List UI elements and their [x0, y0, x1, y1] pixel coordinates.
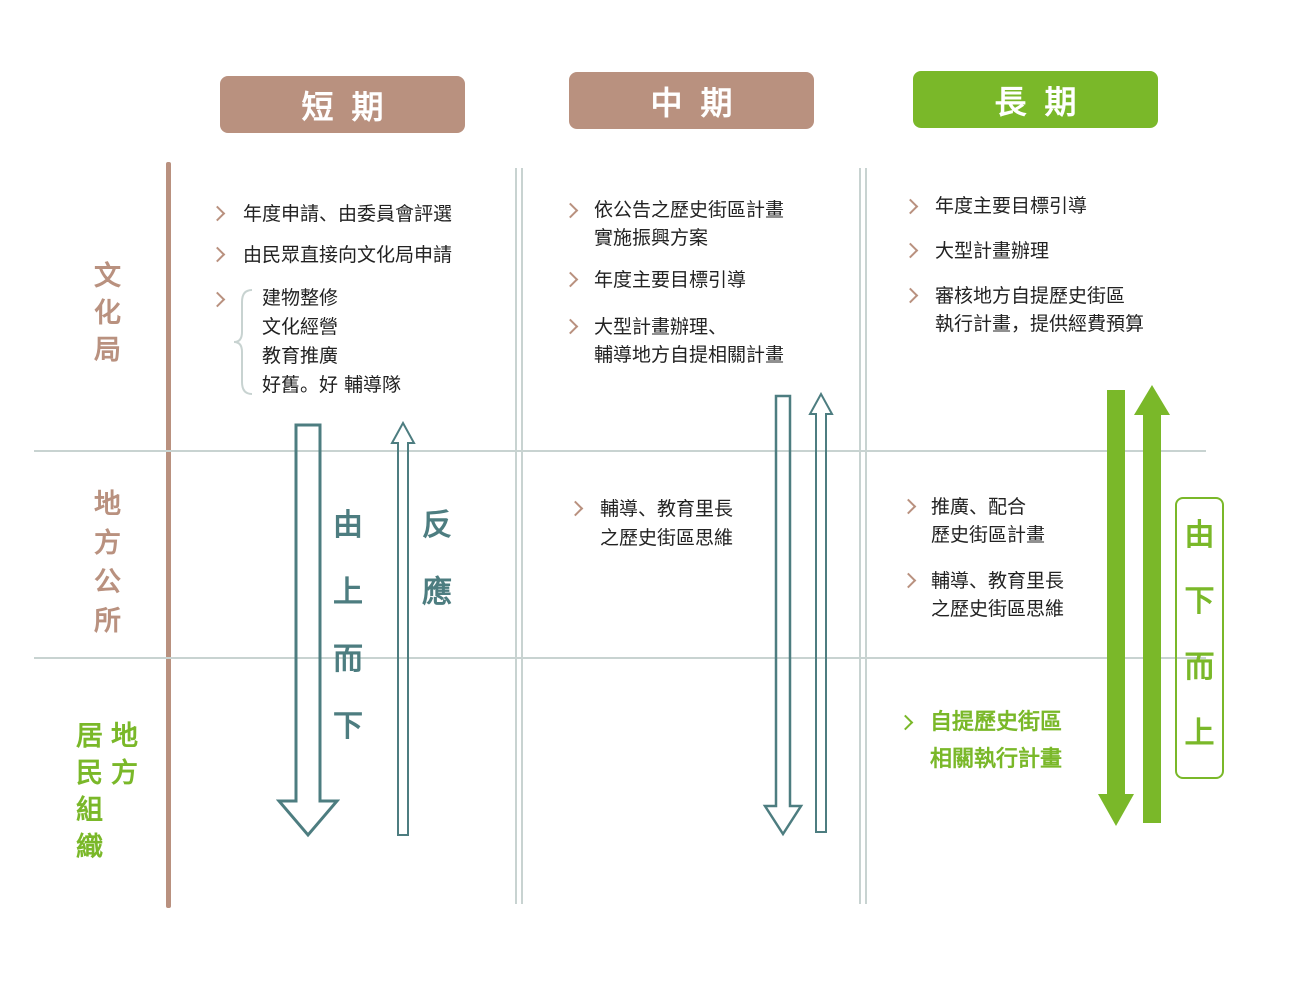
long-local-line-2: 相關執行計畫 — [930, 747, 1063, 772]
chevron-icon — [209, 205, 226, 222]
mid-item-2: 年度主要目標引導 — [594, 269, 747, 291]
chevron-icon — [562, 271, 579, 288]
mid-item-3-line-1: 大型計畫辦理、 — [594, 316, 728, 338]
row-label-local-org-col1: 地 方 — [111, 721, 138, 789]
header-mid-term: 中期 — [569, 72, 814, 129]
chevron-icon — [562, 202, 579, 219]
chevron-icon — [562, 318, 579, 335]
chevron-icon — [209, 246, 226, 263]
long-item-1: 年度主要目標引導 — [935, 195, 1088, 217]
long-district-2-line-2: 之歷史街區思維 — [931, 598, 1065, 620]
short-item-2: 由民眾直接向文化局申請 — [243, 244, 453, 266]
row-label-divider — [166, 162, 171, 908]
bottom-up-label-box: 由 下 而 上 — [1175, 497, 1224, 779]
chevron-icon — [900, 498, 917, 515]
down-arrow-icon — [762, 394, 804, 837]
row-label-local-org-col2: 居 民 組 織 — [76, 721, 103, 863]
column-divider-1 — [515, 168, 523, 904]
long-item-3-line-2: 執行計畫，提供經費預算 — [935, 313, 1145, 335]
down-arrow-icon — [276, 423, 340, 838]
chevron-icon — [902, 287, 919, 304]
column-divider-2 — [859, 168, 867, 904]
mid-district-line-1: 輔導、教育里長 — [600, 498, 734, 520]
chevron-icon — [900, 572, 917, 589]
up-arrow-icon — [808, 392, 834, 833]
chevron-icon — [209, 291, 226, 308]
long-item-3-line-1: 審核地方自提歷史街區 — [935, 285, 1126, 307]
long-local-line-1: 自提歷史街區 — [930, 710, 1063, 735]
short-sub-item-1: 建物整修 — [262, 287, 339, 309]
chevron-icon — [902, 198, 919, 215]
long-item-2: 大型計畫辦理 — [935, 240, 1050, 262]
feedback-label: 反 應 — [422, 508, 452, 610]
chevron-icon — [567, 500, 584, 517]
long-district-2-line-1: 輔導、教育里長 — [931, 570, 1065, 592]
short-item-1: 年度申請、由委員會評選 — [243, 203, 453, 225]
row-label-culture-bureau: 文 化 局 — [94, 261, 121, 366]
row-label-district-office: 地 方 公 所 — [94, 489, 121, 637]
up-arrow-icon — [390, 421, 416, 836]
mid-item-1-line-2: 實施振興方案 — [594, 227, 709, 249]
top-down-label: 由 上 而 下 — [333, 508, 363, 744]
long-district-1-line-2: 歷史街區計畫 — [931, 524, 1046, 546]
mid-item-1-line-1: 依公告之歷史街區計畫 — [594, 199, 785, 221]
brace-icon — [233, 289, 253, 395]
bottom-up-char: 由 — [1184, 518, 1215, 553]
short-sub-item-2: 文化經營 — [262, 316, 339, 338]
chevron-icon — [897, 714, 914, 731]
header-short-term: 短期 — [220, 76, 465, 133]
mid-district-line-2: 之歷史街區思維 — [600, 527, 734, 549]
row-divider-1 — [34, 450, 1206, 452]
header-long-term: 長期 — [913, 71, 1158, 128]
bottom-up-char: 上 — [1184, 716, 1215, 751]
long-district-1-line-1: 推廣、配合 — [931, 496, 1027, 518]
bottom-up-char: 下 — [1184, 584, 1215, 619]
up-arrow-icon — [1134, 385, 1170, 823]
bottom-up-char: 而 — [1184, 650, 1215, 685]
chevron-icon — [902, 242, 919, 259]
short-sub-item-3: 教育推廣 — [262, 345, 339, 367]
row-divider-2 — [34, 657, 1206, 659]
short-sub-item-4: 好舊。好 輔導隊 — [262, 374, 402, 396]
mid-item-3-line-2: 輔導地方自提相關計畫 — [594, 344, 785, 366]
down-arrow-icon — [1098, 390, 1134, 826]
